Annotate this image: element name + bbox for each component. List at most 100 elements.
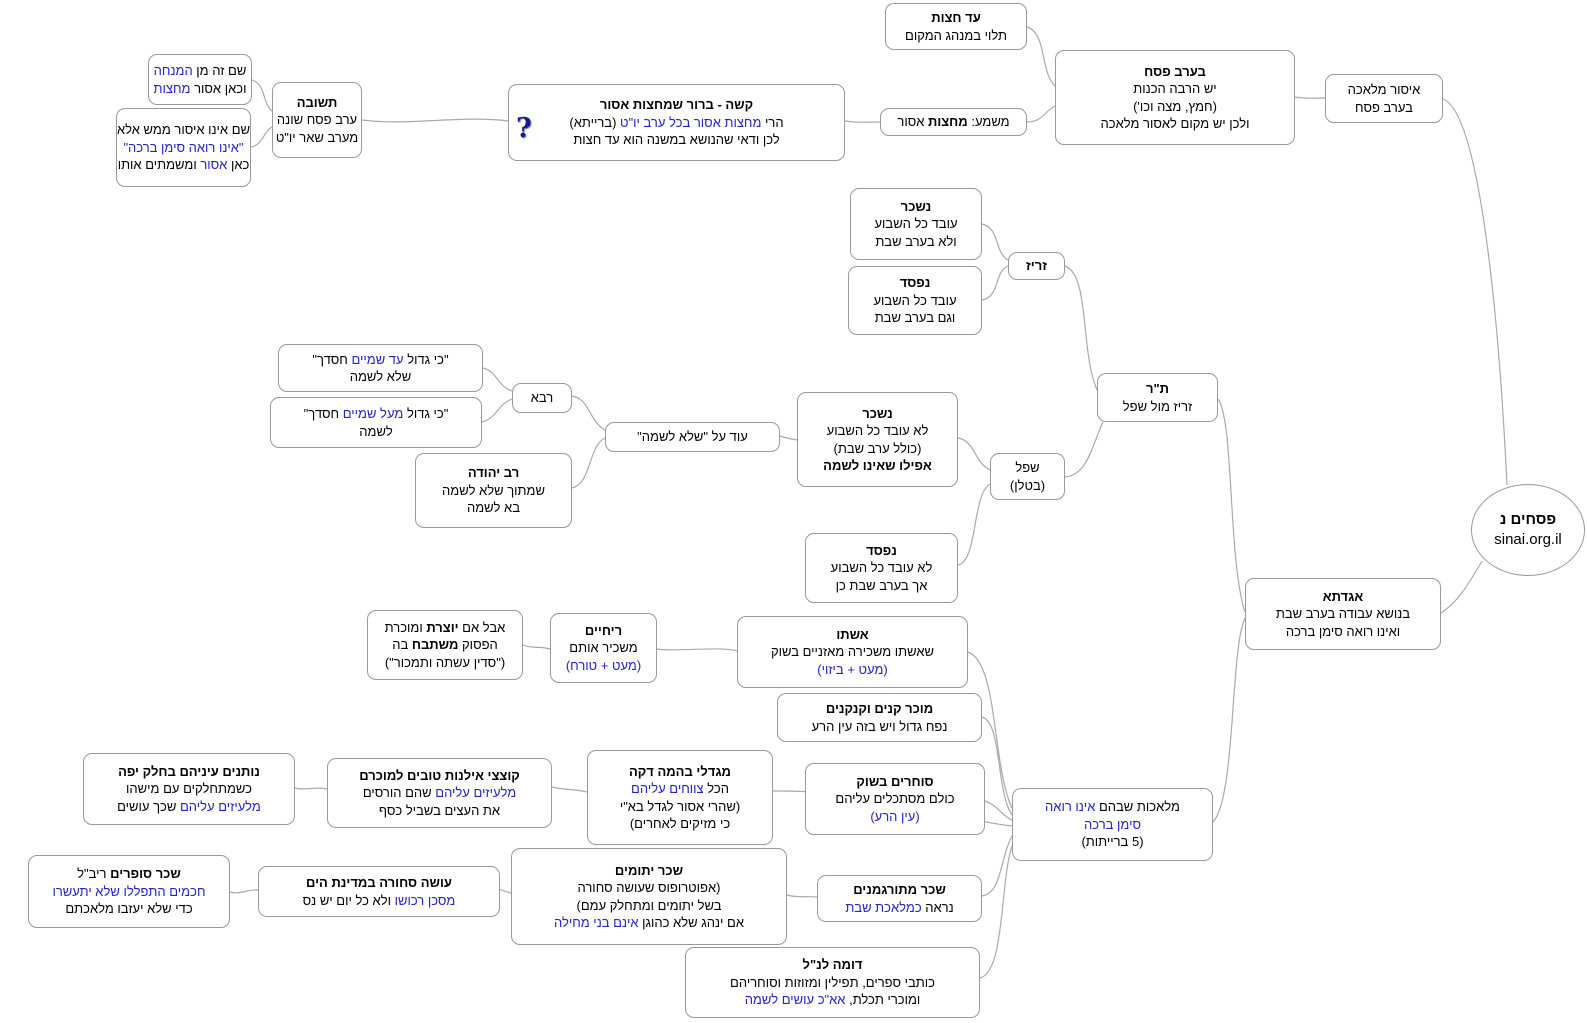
node-niskar2-line: לא עובד כל השבוע [827, 422, 929, 439]
node-od-al[interactable]: עוד על "שלא לשמה" [605, 422, 780, 452]
node-ad-chatzot-line: תלוי במנהג המקום [905, 27, 1007, 44]
node-kashe-line: לכן ודאי שהנושא במשנה הוא עד חצות [573, 131, 779, 148]
node-ki-gadol-ad[interactable]: "כי גדול עד שמיים חסדך"שלא לשמה [278, 344, 483, 392]
node-nifsad2-line: אך בערב שבת כן [836, 577, 928, 594]
text-segment: סוחרים בשוק [856, 773, 934, 789]
node-oseh-schora-line: עושה סחורה במדינת הים [306, 874, 452, 891]
connector-line [1026, 26, 1056, 87]
text-segment: הכל [703, 781, 729, 797]
node-migadlei-line: (שהרי אסור לגדל בא"י [620, 798, 740, 815]
question-mark-icon: ? [516, 113, 532, 144]
connector-line [786, 894, 818, 898]
node-nifsad1-line: נפסד [900, 274, 931, 291]
text-segment: לכן ודאי שהנושא במשנה הוא עד חצות [573, 132, 780, 148]
node-aval-im-line: ("סדין עשתה ותמכור") [385, 654, 505, 671]
text-segment: תשובה [296, 94, 338, 110]
node-sham-eino[interactable]: שם אינו איסור ממש אלא"אינו רואה סימן ברכ… [116, 108, 251, 187]
text-segment: עובד כל השבוע [873, 292, 957, 308]
node-rav-yehuda-line: בא לשמה [467, 499, 520, 516]
node-notnim-line: כשמתחלקים עם מישהו [126, 780, 252, 797]
text-segment: קשה - ברור שמחצות אסור [599, 97, 754, 113]
text-segment: זריז [1026, 258, 1047, 274]
node-socharim-line: (עין הרע) [870, 808, 919, 825]
text-segment: רב יהודה [467, 465, 520, 481]
node-rechayim-line: משכיר אותם [569, 639, 637, 656]
node-mashma[interactable]: משמע: מחצות אסור [880, 108, 1027, 136]
text-segment: שלא לשמה [349, 369, 412, 384]
node-rav-yehuda-line: רב יהודה [468, 464, 519, 481]
text-segment: מחצות [153, 80, 191, 96]
connector-line [551, 786, 588, 793]
text-segment: ואינו רואה סימן ברכה [1285, 623, 1401, 639]
node-kotzetzei-line: את העצים בשביל כסף [379, 802, 500, 819]
node-dome-lanal-line: דומה לנ"ל [803, 956, 863, 973]
text-segment: אם ינהג שלא כהוגן [638, 914, 745, 930]
node-rechayim-line: (מעט + טורח) [566, 657, 641, 674]
text-segment: ולכן יש מקום לאסור מלאכה [1100, 115, 1250, 131]
text-segment: וכאן אסור [190, 80, 247, 96]
text-segment: משכיר אותם [569, 640, 638, 656]
node-dome-lanal-line: כותבי ספרים, תפילין ומזוזות וסוחריהם [730, 974, 935, 991]
node-teshuva-line: תשובה [297, 94, 338, 111]
node-oseh-schora-line: מסכן רכושו ולא כל יום יש נס [303, 892, 456, 909]
node-agadta-line: ואינו רואה סימן ברכה [1286, 623, 1400, 640]
node-niskar1-line: נשכר [901, 198, 932, 215]
text-segment: בערב פסח [1144, 63, 1206, 79]
text-segment: יש הרבה הכנות [1133, 81, 1217, 97]
node-zariz[interactable]: זריז [1008, 252, 1065, 280]
text-segment: אא"כ עושים לשמה [744, 992, 846, 1008]
node-agadta-line: אגדתא [1323, 588, 1363, 605]
text-segment: רבא [530, 390, 554, 406]
text-segment: לא עובד כל השבוע [830, 560, 933, 576]
node-nifsad1-line: וגם בערב שבת [875, 309, 956, 326]
text-segment: את העצים בשביל כסף [378, 802, 501, 818]
node-kotzetzei-line: קוצצי אילנות טובים למוכרם [359, 767, 520, 784]
text-segment: כדי שלא יעזבו מלאכתם [65, 901, 193, 917]
text-segment: לא עובד כל השבוע [826, 423, 929, 439]
text-segment: מחצות [928, 114, 968, 130]
text-segment: שכר סופרים [110, 866, 181, 882]
text-segment: כשמתחלקים עם מישהו [126, 781, 252, 797]
node-ki-gadol-meal[interactable]: "כי גדול מעל שמיים חסדך"לשמה [270, 397, 482, 448]
text-segment: שהם הורסים [362, 785, 436, 801]
node-ki-gadol-ad-line: "כי גדול עד שמיים חסדך" [312, 351, 448, 368]
text-segment: חסדך" [312, 351, 352, 367]
text-segment: בשל יתומים ומתחלק עמם) [576, 897, 722, 913]
text-segment: sinai.org.il [1494, 531, 1562, 548]
node-rava[interactable]: רבא [512, 383, 572, 413]
text-segment: ולא בערב שבת [875, 233, 957, 249]
connector-line [957, 437, 991, 471]
text-segment: שכר מתורגמנים [853, 882, 946, 898]
node-shafel[interactable]: שפל(בטלן) [990, 453, 1065, 500]
node-erev-pesach-line: בערב פסח [1144, 63, 1206, 80]
text-segment: "כי גדול [403, 406, 449, 422]
